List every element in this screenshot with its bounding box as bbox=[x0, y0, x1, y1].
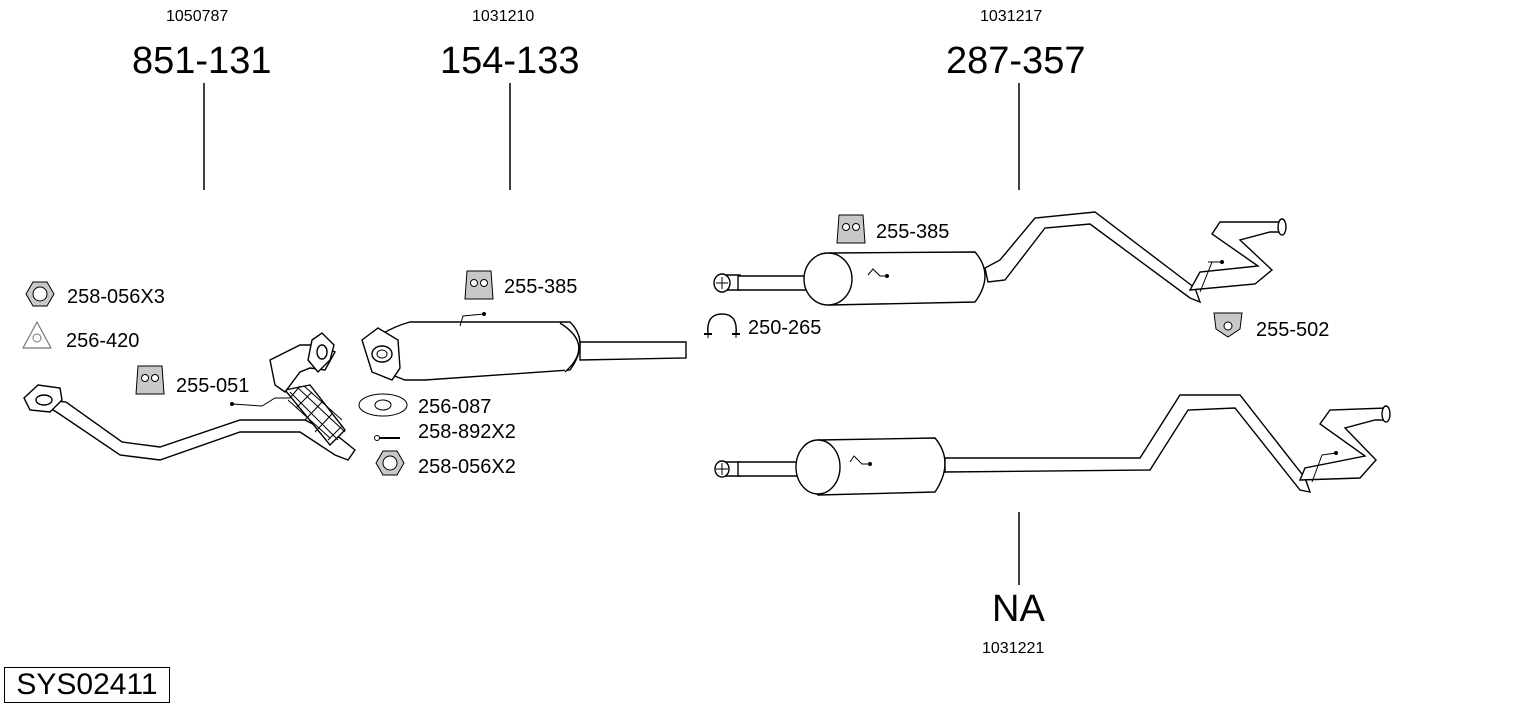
front-pipe-drawing bbox=[23, 332, 356, 461]
hex-nut-icon bbox=[25, 281, 55, 307]
pipe-clamp-icon bbox=[704, 313, 740, 338]
flange-gasket-icon bbox=[358, 393, 408, 417]
hex-nut-icon bbox=[375, 450, 405, 476]
part-label: 255-385 bbox=[876, 221, 950, 243]
assembly-code: 1031221 bbox=[982, 640, 1045, 657]
system-id-box: SYS02411 bbox=[4, 667, 170, 703]
part-label: 255-502 bbox=[1256, 319, 1330, 341]
assembly-part-number: 851-131 bbox=[132, 40, 272, 82]
assembly-code: 1050787 bbox=[166, 8, 229, 25]
part-label: 258-056X2 bbox=[418, 456, 516, 478]
part-label: 255-051 bbox=[176, 375, 250, 397]
rubber-hanger-icon bbox=[135, 365, 165, 395]
part-label: 256-087 bbox=[418, 396, 492, 418]
assembly-part-number: 287-357 bbox=[946, 40, 1086, 82]
assembly-code: 1031210 bbox=[472, 8, 535, 25]
assembly-code: 1031217 bbox=[980, 8, 1043, 25]
part-label: 255-385 bbox=[504, 276, 578, 298]
middle-silencer-drawing bbox=[361, 312, 687, 381]
rubber-mount-icon bbox=[1213, 312, 1243, 338]
rubber-hanger-icon bbox=[836, 214, 866, 244]
triangle-gasket-icon bbox=[22, 321, 52, 349]
rear-silencer-lower-drawing bbox=[714, 394, 1391, 496]
part-label: 256-420 bbox=[66, 330, 140, 352]
assembly-part-number: 154-133 bbox=[440, 40, 580, 82]
rear-silencer-upper-drawing bbox=[713, 211, 1287, 306]
part-label: 258-056X3 bbox=[67, 286, 165, 308]
rubber-hanger-icon bbox=[464, 270, 494, 300]
assembly-part-number: NA bbox=[992, 588, 1045, 630]
part-label: 250-265 bbox=[748, 317, 822, 339]
part-label: 258-892X2 bbox=[418, 421, 516, 443]
bolt-icon bbox=[374, 435, 400, 441]
